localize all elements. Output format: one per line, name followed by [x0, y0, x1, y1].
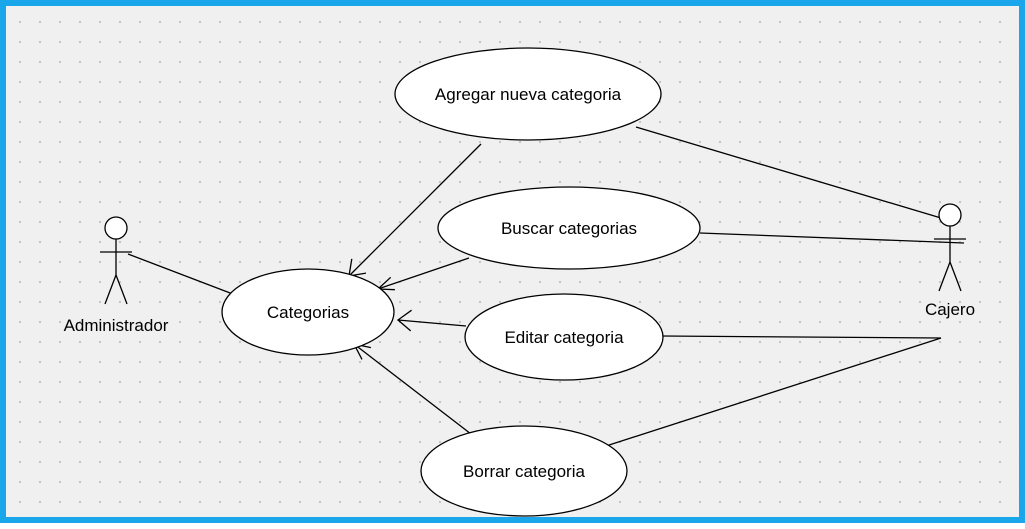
use-case-label-categorias: Categorias: [267, 303, 349, 322]
actor-label-cajero: Cajero: [925, 300, 975, 319]
use-case-editar[interactable]: Editar categoria: [464, 293, 664, 381]
actor-administrador[interactable]: Administrador: [64, 216, 169, 335]
dependency-borrar-categorias: [352, 343, 472, 435]
association-cajero-editar: [661, 335, 942, 339]
use-case-categorias[interactable]: Categorias: [221, 268, 395, 356]
use-case-buscar[interactable]: Buscar categorias: [437, 186, 701, 270]
dependency-editar-categorias: [396, 309, 467, 332]
actor-label-administrador: Administrador: [64, 316, 169, 335]
use-case-label-editar: Editar categoria: [504, 328, 624, 347]
use-case-borrar[interactable]: Borrar categoria: [420, 425, 628, 517]
use-case-label-agregar: Agregar nueva categoria: [435, 85, 622, 104]
association-cajero-agregar: [635, 126, 942, 219]
use-case-agregar[interactable]: Agregar nueva categoria: [394, 47, 662, 141]
use-case-label-borrar: Borrar categoria: [463, 462, 585, 481]
dependency-buscar-categorias: [376, 257, 470, 291]
actor-cajero[interactable]: Cajero: [925, 203, 975, 319]
association-cajero-buscar: [699, 232, 965, 244]
use-case-diagram: Categorias Agregar nueva categoria Busca…: [64, 47, 975, 517]
stick-figure-icon: [934, 203, 966, 292]
association-admin-categorias: [127, 253, 239, 297]
use-case-label-buscar: Buscar categorias: [501, 219, 637, 238]
association-cajero-borrar: [605, 337, 942, 447]
stick-figure-icon: [100, 216, 132, 305]
